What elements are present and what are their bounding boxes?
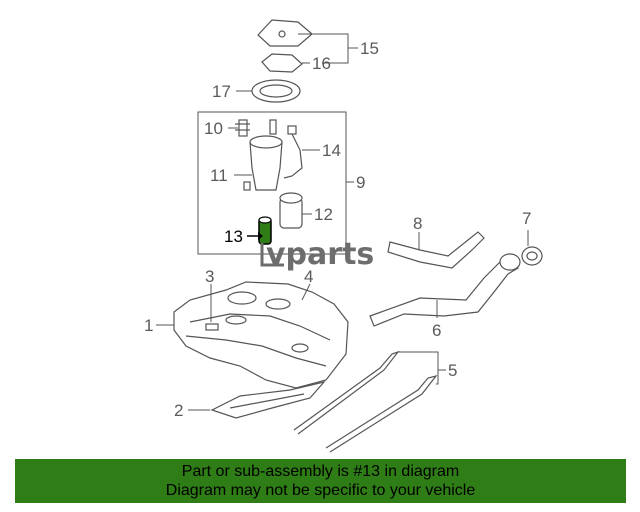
callout-13: 13 (224, 227, 243, 246)
part-5-straps (293, 350, 438, 453)
banner-line-1: Part or sub-assembly is #13 in diagram (181, 463, 460, 480)
banner-line-2: Diagram may not be specific to your vehi… (165, 482, 476, 499)
callout-3: 3 (205, 267, 214, 286)
part-2-heat-shield (210, 380, 326, 419)
part-10 (235, 119, 250, 137)
part-lock-plate (257, 19, 313, 47)
part-14-harness (283, 125, 303, 179)
callout-9: 9 (356, 173, 365, 192)
callout-1: 1 (144, 316, 153, 335)
arrow-13 (258, 232, 263, 240)
callout-4: 4 (304, 267, 313, 286)
callout-11: 11 (210, 166, 228, 185)
callout-12: 12 (314, 205, 333, 224)
part-8-filler-hose (387, 231, 485, 269)
leader-4 (301, 283, 311, 301)
callout-10: 10 (204, 119, 223, 138)
part-ring-17 (251, 79, 301, 103)
part-6-filler-neck (369, 253, 521, 327)
callout-7: 7 (522, 209, 531, 228)
part-12-filter (279, 192, 303, 229)
callout-8: 8 (413, 214, 422, 233)
callout-2: 2 (174, 401, 183, 420)
callout-6: 6 (432, 321, 441, 340)
callout-14: 14 (322, 141, 341, 160)
part-7-cap (521, 246, 543, 266)
part-gasket-16 (261, 53, 303, 73)
callout-16: 16 (312, 54, 331, 73)
part-1-fuel-tank (173, 281, 349, 389)
leader-5 (398, 351, 439, 385)
part-13-highlighted (258, 216, 272, 245)
part-11-pump-body (243, 119, 283, 191)
callout-15: 15 (360, 39, 379, 58)
watermark-text: vparts (266, 237, 374, 272)
watermark-logo (260, 243, 284, 267)
callout-5: 5 (448, 361, 457, 380)
callout-17: 17 (212, 82, 231, 101)
info-banner: Part or sub-assembly is #13 in diagram D… (15, 459, 626, 503)
